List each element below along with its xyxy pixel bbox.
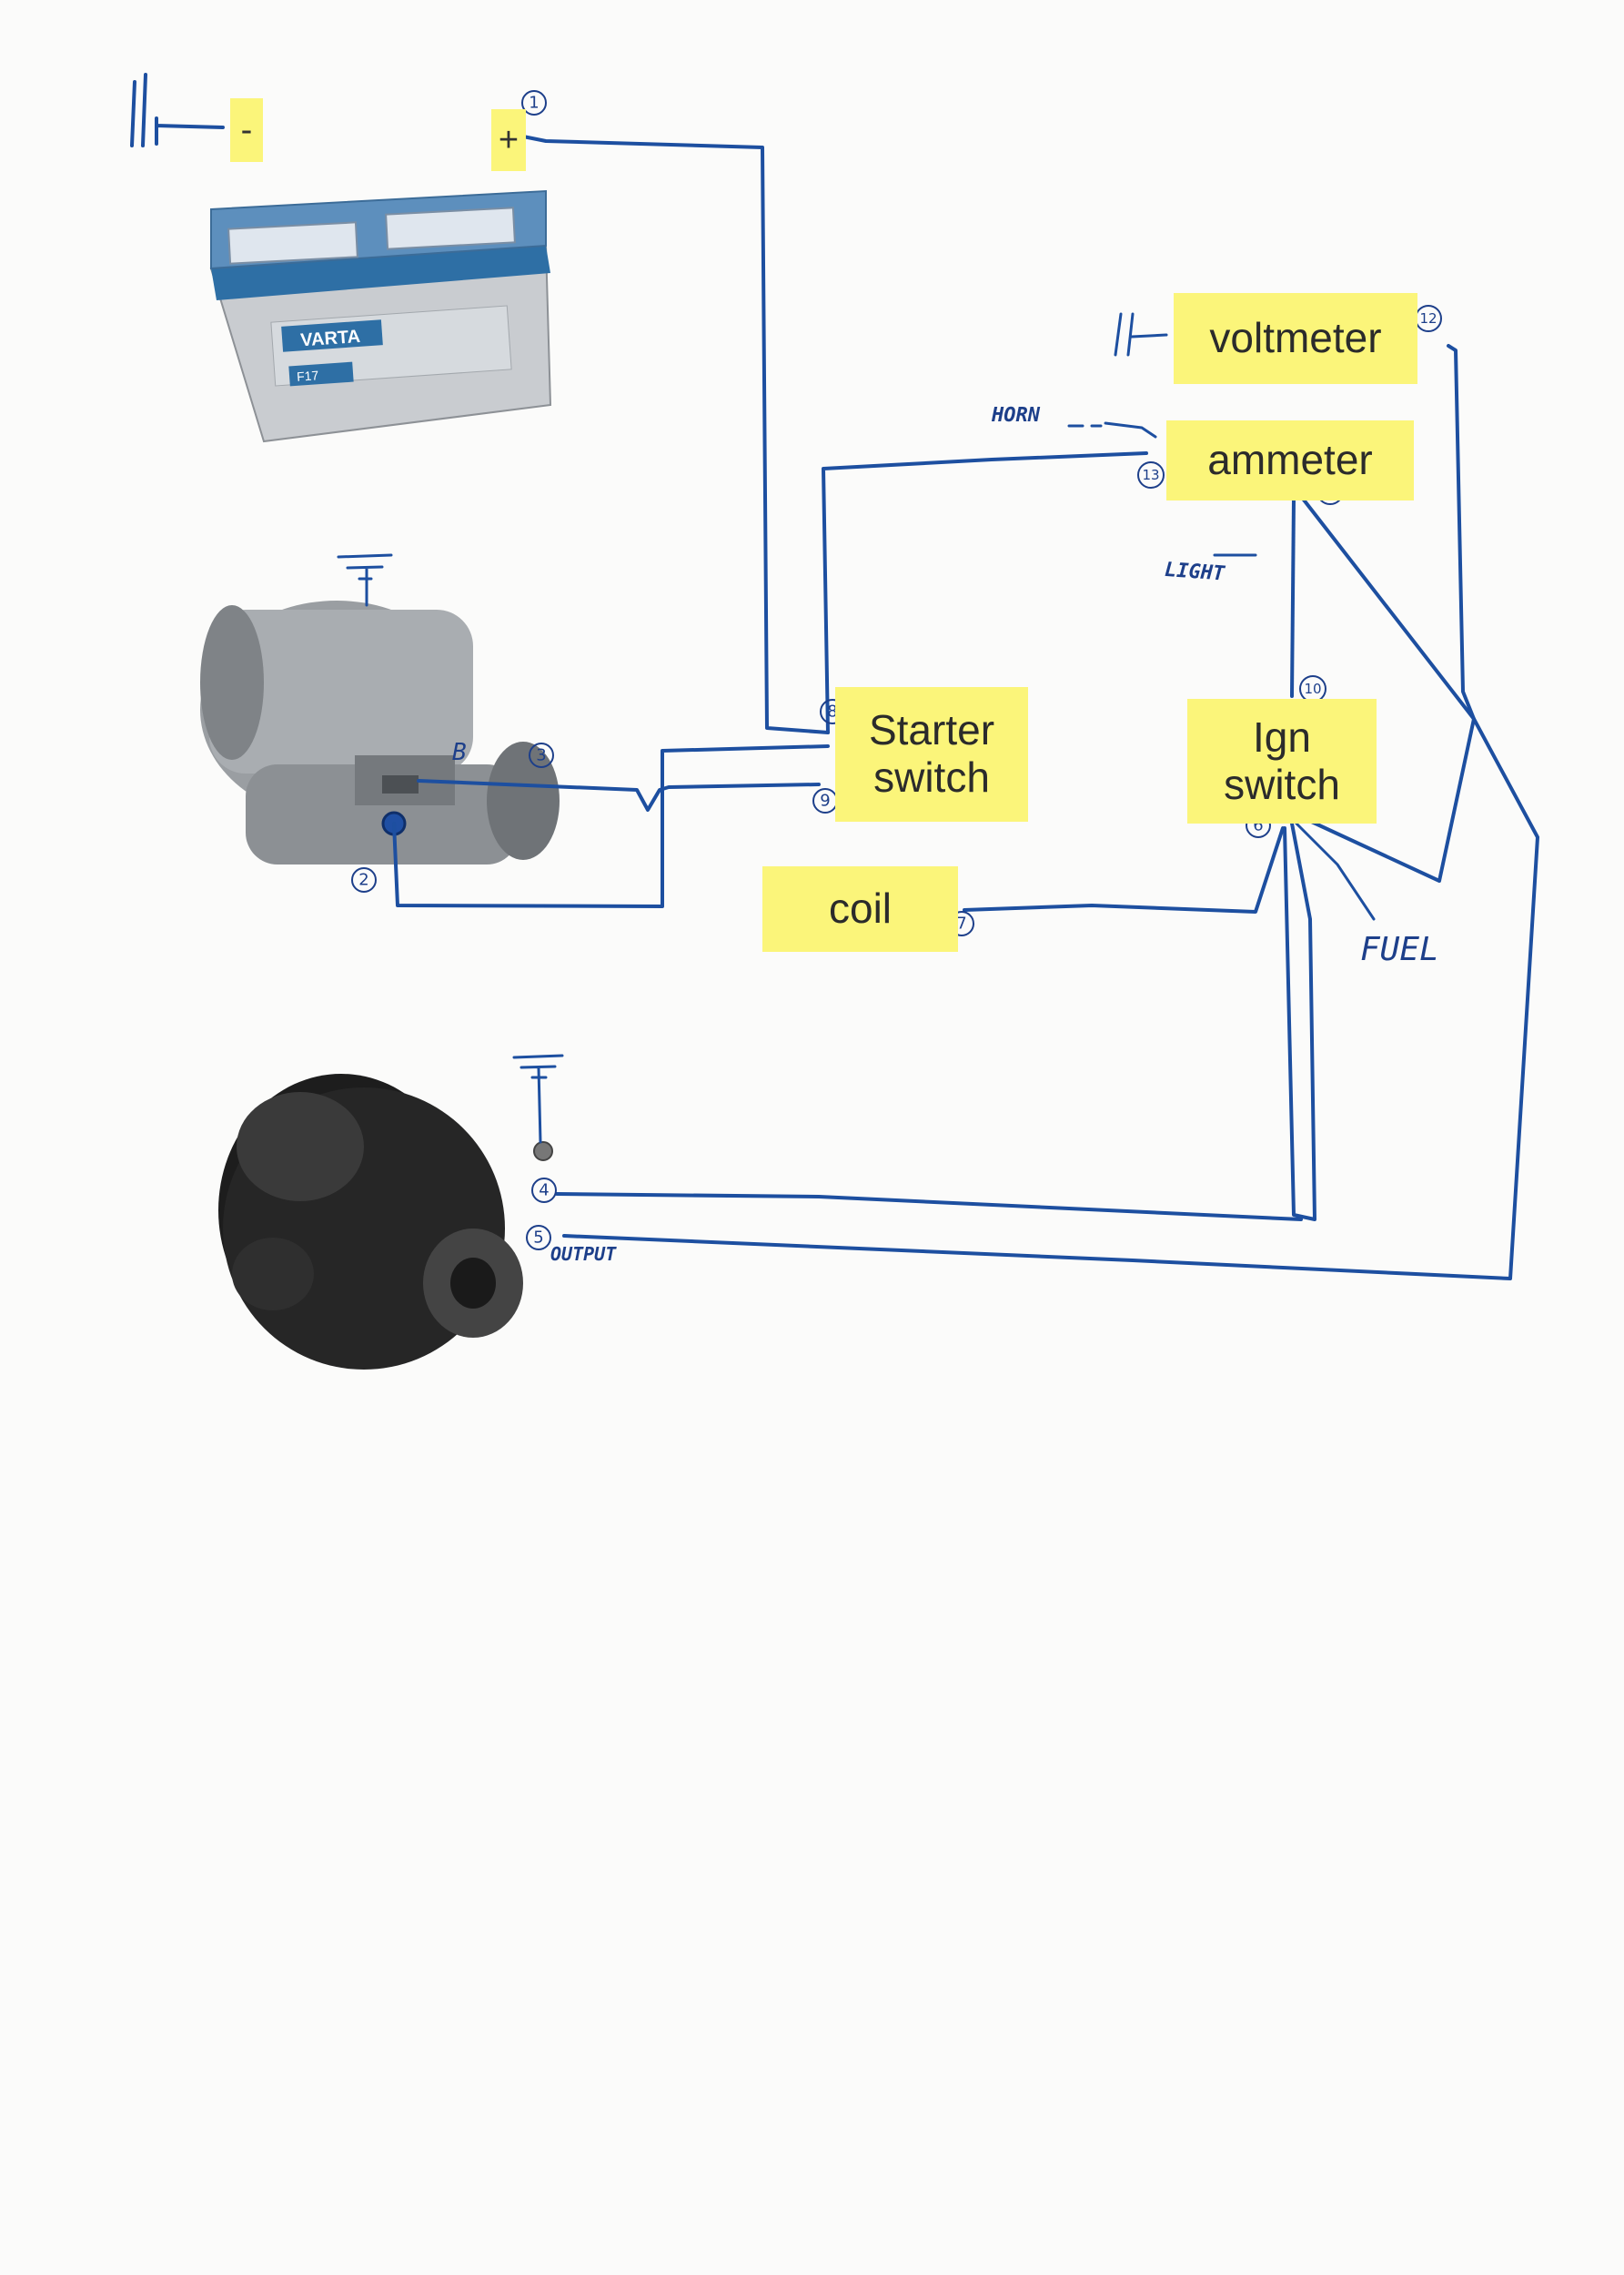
- starter-ground-symbol: [337, 553, 393, 607]
- terminal-13: 13: [1137, 461, 1165, 489]
- wire-coil-to-ign-switch: [963, 826, 1285, 914]
- fuel-annotation: FUEL: [1360, 931, 1439, 968]
- svg-text:9: 9: [820, 792, 830, 811]
- terminal-2: 2: [351, 867, 377, 893]
- alternator-ground-symbol: [512, 1054, 564, 1144]
- terminal-9: 9: [812, 788, 838, 814]
- terminal-1: 1: [521, 90, 547, 116]
- svg-text:8: 8: [827, 703, 837, 722]
- terminal-10: 10: [1299, 675, 1326, 703]
- wire-voltmeter-to-ign-switch: [1304, 344, 1476, 883]
- battery-image: VARTA F17: [209, 189, 552, 443]
- voltmeter-label: voltmeter: [1174, 293, 1417, 384]
- svg-text:4: 4: [539, 1181, 549, 1200]
- svg-text:3: 3: [536, 746, 546, 765]
- svg-text:10: 10: [1304, 681, 1321, 697]
- ammeter-label: ammeter: [1166, 420, 1414, 500]
- svg-text:2: 2: [358, 871, 368, 890]
- light-annotation: LIGHT: [1164, 559, 1226, 586]
- svg-text:7: 7: [956, 915, 966, 934]
- starter-motor-image: [200, 601, 560, 864]
- wire-ign-switch-to-fuel: [1295, 822, 1376, 921]
- coil-label: coil: [762, 866, 958, 952]
- svg-text:5: 5: [533, 1228, 543, 1248]
- starter-switch-label: Starter switch: [835, 687, 1028, 822]
- wire-ign-switch-to-alternator: [555, 822, 1316, 1221]
- wire-starter-switch-to-ammeter: [822, 451, 1148, 734]
- svg-text:1: 1: [529, 94, 539, 113]
- battery-model: F17: [297, 368, 319, 384]
- starter-b-annotation: B: [452, 739, 467, 766]
- battery-brand: VARTA: [300, 327, 361, 351]
- svg-text:12: 12: [1419, 310, 1437, 327]
- battery-positive-label: +: [491, 109, 526, 171]
- svg-text:6: 6: [1253, 816, 1263, 835]
- horn-annotation: HORN: [991, 404, 1041, 427]
- terminal-5: 5: [526, 1225, 551, 1250]
- wire-horn-arrow: [1067, 421, 1157, 439]
- ign-switch-label: Ign switch: [1187, 699, 1377, 824]
- terminal-3: 3: [529, 743, 554, 768]
- terminal-12: 12: [1415, 305, 1442, 332]
- voltmeter-ground: [1114, 312, 1168, 357]
- wire-battery-to-starter-switch: [521, 135, 830, 734]
- alternator-image: [218, 1074, 553, 1370]
- terminal-4: 4: [531, 1178, 557, 1203]
- wire-starter-motor-to-switch: [392, 744, 830, 908]
- battery-negative-label: -: [230, 98, 263, 162]
- wire-ammeter-to-alternator-output: [562, 497, 1539, 1280]
- svg-text:13: 13: [1142, 467, 1159, 483]
- battery-negative-ground: [130, 73, 225, 147]
- wire-ammeter-to-ign-switch: [1290, 497, 1296, 698]
- output-annotation: OUTPUT: [550, 1243, 617, 1265]
